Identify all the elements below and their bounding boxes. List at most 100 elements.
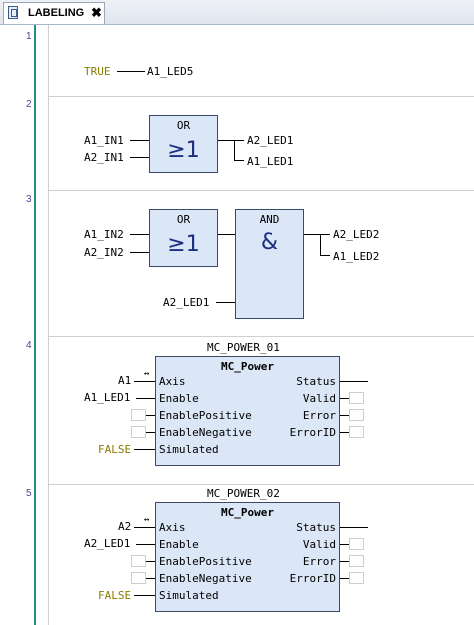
or-block[interactable]: OR ≥1 [149,115,218,173]
network-number-3: 3 [26,194,32,205]
empty-input-box[interactable] [131,555,146,567]
wire [146,578,155,579]
pin-status: Status [296,521,336,534]
axis-input-a1[interactable]: A1 [118,374,132,387]
input-a2-in2[interactable]: A2_IN2 [84,246,124,259]
line-gutter [0,25,34,625]
wire [340,578,349,579]
output-a1-led5[interactable]: A1_LED5 [147,65,194,78]
mc-power-block[interactable]: MC_Power Axis Enable EnablePositive Enab… [155,356,340,466]
instance-name[interactable]: MC_POWER_01 [207,341,280,354]
pin-enable-negative: EnableNegative [159,572,252,585]
pou-file-icon [8,6,18,19]
mc-power-block[interactable]: MC_Power Axis Enable EnablePositive Enab… [155,502,340,612]
and-symbol: & [260,230,279,255]
empty-input-box[interactable] [131,409,146,421]
pin-enable-positive: EnablePositive [159,555,252,568]
network-number-1: 1 [26,31,32,42]
network-separator [48,484,474,485]
wire [136,544,155,545]
pin-axis: Axis [159,521,186,534]
wire [146,561,155,562]
editor-tab-bar: LABELING ✖ [0,0,474,25]
wire [130,140,149,141]
empty-output-box[interactable] [349,426,364,438]
network-left-border [48,25,49,625]
pin-error-id: ErrorID [289,426,336,439]
pin-enable: Enable [159,538,199,551]
block-name: AND [259,213,280,226]
pin-simulated: Simulated [159,443,219,456]
network-number-4: 4 [26,340,32,351]
wire [136,398,155,399]
wire [130,252,149,253]
wire [134,595,155,596]
wire [340,527,368,528]
block-name: OR [176,213,191,226]
pin-axis: Axis [159,375,186,388]
input-a2-led1[interactable]: A2_LED1 [163,296,210,309]
gutter-divider [34,25,36,625]
network-number-2: 2 [26,99,32,110]
input-a2-in1[interactable]: A2_IN1 [84,151,124,164]
simulated-input[interactable]: FALSE [98,589,132,602]
wire [340,544,349,545]
wire [340,561,349,562]
pin-status: Status [296,375,336,388]
empty-input-box[interactable] [131,426,146,438]
empty-output-box[interactable] [349,555,364,567]
wire [146,415,155,416]
wire [134,381,155,382]
pin-error: Error [302,409,336,422]
empty-output-box[interactable] [349,572,364,584]
wire [320,255,330,256]
wire [304,234,330,235]
output-a1-led2[interactable]: A1_LED2 [333,250,380,263]
block-name: OR [176,119,191,132]
wire [130,234,149,235]
wire [340,432,349,433]
network-separator [48,96,474,97]
simulated-input[interactable]: FALSE [98,443,132,456]
and-block[interactable]: AND & [235,209,304,319]
enable-input[interactable]: A1_LED1 [84,391,131,404]
axis-input-a2[interactable]: A2 [118,520,132,533]
pin-valid: Valid [302,538,336,551]
network-separator [48,336,474,337]
or-block[interactable]: OR ≥1 [149,209,218,267]
wire [218,140,244,141]
block-type: MC_Power [221,506,274,519]
empty-output-box[interactable] [349,392,364,404]
empty-input-box[interactable] [131,572,146,584]
enable-input[interactable]: A2_LED1 [84,537,131,550]
output-a2-led2[interactable]: A2_LED2 [333,228,380,241]
wire [134,527,155,528]
wire [134,449,155,450]
wire [320,234,321,256]
wire [340,381,368,382]
wire [216,302,235,303]
wire [234,160,244,161]
pin-simulated: Simulated [159,589,219,602]
pin-valid: Valid [302,392,336,405]
inout-arrow-icon: ↔ [144,515,150,525]
network-number-5: 5 [26,488,32,499]
wire [340,415,349,416]
empty-output-box[interactable] [349,409,364,421]
tab-labeling[interactable]: LABELING ✖ [3,2,105,24]
pin-enable-positive: EnablePositive [159,409,252,422]
instance-name[interactable]: MC_POWER_02 [207,487,280,500]
pin-error: Error [302,555,336,568]
close-icon[interactable]: ✖ [91,5,102,20]
pin-enable: Enable [159,392,199,405]
true-constant[interactable]: TRUE [84,65,111,78]
block-type: MC_Power [221,360,274,373]
or-symbol: ≥1 [167,138,200,163]
pin-enable-negative: EnableNegative [159,426,252,439]
input-a1-in2[interactable]: A1_IN2 [84,228,124,241]
empty-output-box[interactable] [349,538,364,550]
wire [218,234,235,235]
input-a1-in1[interactable]: A1_IN1 [84,134,124,147]
output-a2-led1[interactable]: A2_LED1 [247,134,294,147]
output-a1-led1[interactable]: A1_LED1 [247,155,294,168]
